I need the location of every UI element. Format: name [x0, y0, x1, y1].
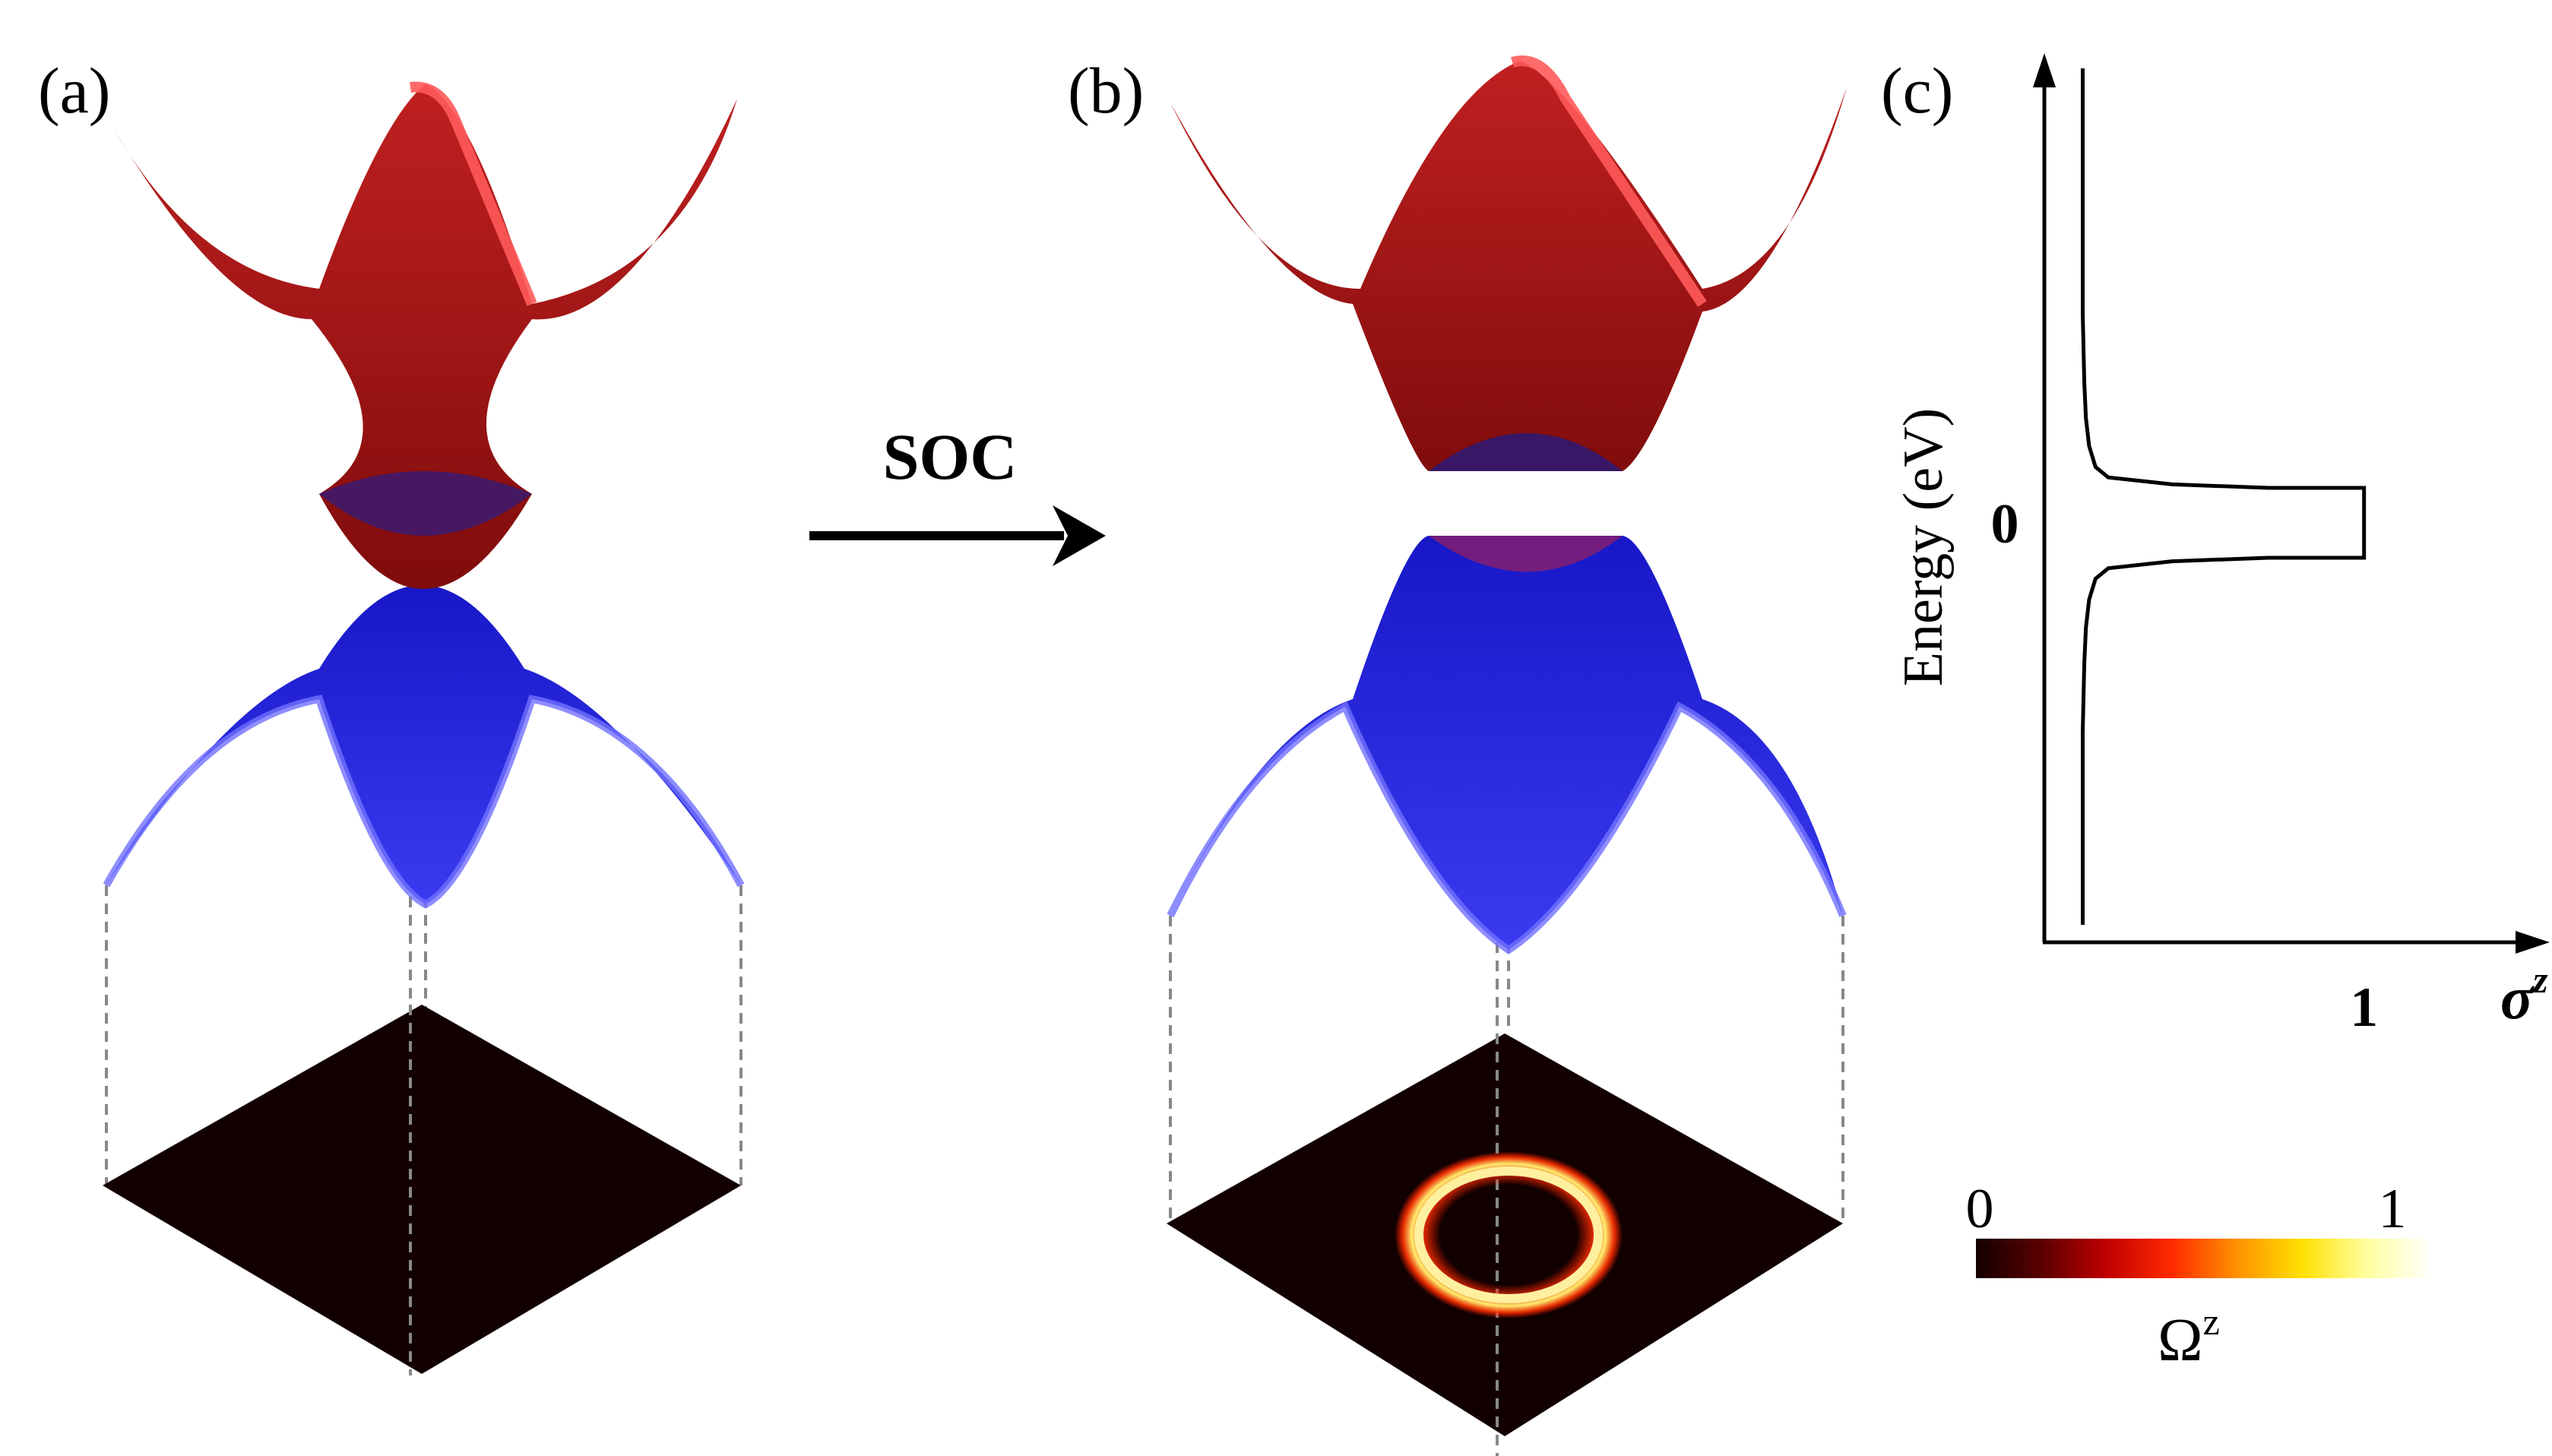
panel-b-valence-band	[1170, 536, 1843, 950]
panel-b: (b)	[1068, 54, 1847, 1456]
x-axis-label-sup: z	[2531, 958, 2548, 1001]
y-axis-label: Energy (eV)	[1892, 408, 1955, 686]
colorbar-max-label: 1	[2379, 1178, 2407, 1240]
panel-a-valence-band	[106, 585, 741, 904]
panel-b-conduction-band	[1170, 61, 1847, 471]
panel-a-conduction-edge	[410, 81, 537, 306]
chart-series-line-sigma-z	[2081, 68, 2367, 925]
panel-a: (a)	[38, 54, 745, 1375]
panel-a-valence-edge	[103, 695, 745, 909]
panel-a-label: (a)	[38, 54, 110, 127]
panel-b-valence-edge	[1167, 701, 1847, 955]
soc-arrow: SOC	[809, 420, 1106, 566]
colorbar-title-main: Ω	[2158, 1307, 2202, 1374]
x-axis-label: σz	[2500, 958, 2548, 1032]
colorbar-min-label: 0	[1966, 1178, 1994, 1240]
panel-a-bz-plane	[103, 1005, 741, 1374]
berry-curvature-ring	[1395, 1151, 1623, 1318]
colorbar-strip	[1976, 1239, 2432, 1278]
colorbar: 0 1 Ωz	[1966, 1178, 2432, 1374]
soc-arrow-label: SOC	[883, 420, 1018, 493]
y-tick-label: 0	[1991, 493, 2019, 555]
chart-c: Energy (eV) 0 1 σz	[1892, 53, 2550, 1039]
arrow-head-icon	[1053, 505, 1106, 566]
x-axis-label-main: σ	[2500, 965, 2535, 1032]
panel-b-conduction-edge	[1510, 55, 1707, 307]
colorbar-title: Ωz	[2158, 1300, 2220, 1374]
panel-c: (c) Energy (eV) 0 1 σz	[1881, 53, 2550, 1039]
colorbar-title-sup: z	[2203, 1300, 2220, 1343]
y-axis-arrow-icon	[2033, 53, 2056, 87]
panel-b-label: (b)	[1068, 54, 1144, 127]
x-tick-label: 1	[2350, 976, 2378, 1039]
panel-a-conduction-band	[114, 84, 737, 589]
x-axis-arrow-icon	[2516, 931, 2550, 954]
panel-c-label: (c)	[1881, 54, 1953, 127]
